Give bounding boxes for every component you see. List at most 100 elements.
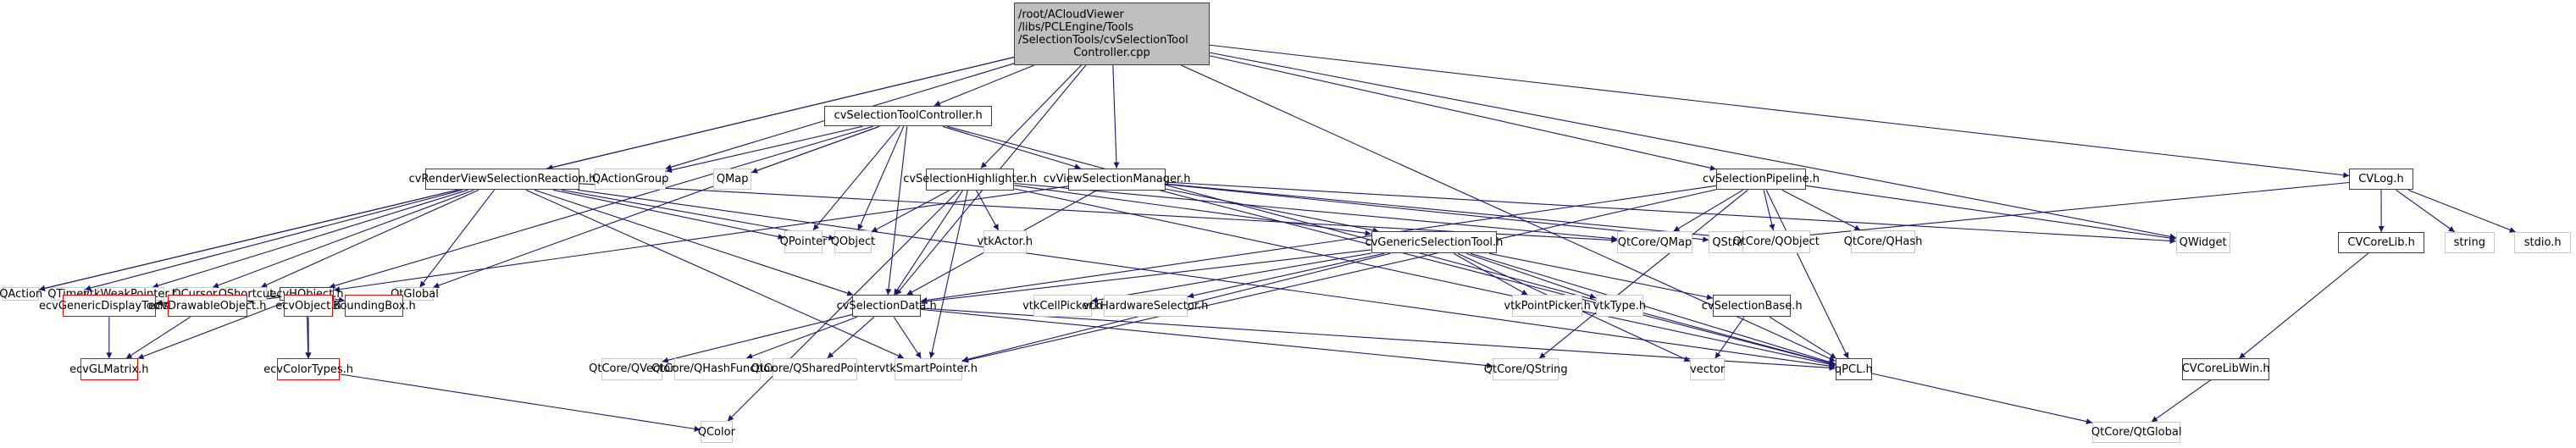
node-label: QObject	[830, 235, 876, 249]
edge-cvSelectionHighlighter-to-qPCL	[1014, 188, 1836, 368]
node-label: qPCL.h	[1834, 362, 1873, 376]
edge-cvSelectionToolController-to-QObject	[857, 126, 905, 231]
node-qt-core-qstring: QtCore/QString	[1484, 358, 1568, 380]
node-qt-core-qmap: QtCore/QMap	[1617, 231, 1692, 254]
node-label: ecvGenericDisplayTools.h	[39, 299, 180, 312]
node-label: QMap	[716, 173, 749, 186]
edge-cvSelectionPipeline-to-vtkSmartPointer	[961, 189, 1717, 363]
node-label: ecvColorTypes.h	[263, 362, 354, 376]
node-qwidget: QWidget	[2175, 232, 2230, 254]
node-cv-selection-highlighter[interactable]: cvSelectionHighlighter.h	[903, 168, 1037, 191]
edge-cvRenderViewSelectionReaction-to-QAction	[38, 189, 458, 291]
node-ecv-generic-display-tools[interactable]: ecvGenericDisplayTools.h	[39, 295, 180, 318]
node-label: CVCoreLibWin.h	[2181, 362, 2270, 376]
node-qmap: QMap	[713, 169, 751, 191]
node-label: ecvGLMatrix.h	[69, 362, 149, 376]
node-cv-selection-data[interactable]: cvSelectionData.h	[837, 295, 937, 318]
node-label: CVLog.h	[2358, 173, 2404, 186]
edge-cvRenderViewSelectionReaction-to-qPCL	[577, 189, 1836, 369]
node-label: cvSelectionToolController.h	[834, 109, 983, 123]
node-qt-core-qobject: QtCore/QObject	[1732, 230, 1820, 254]
edge-cvSelectionHighlighter-to-vtkSmartPointer	[928, 190, 968, 359]
node-label: QtCore/QString	[1483, 362, 1568, 376]
node-vtk-cell-picker: vtkCellPicker.h	[1022, 295, 1103, 318]
node-label: vtkSmartPointer.h	[878, 362, 978, 376]
edge-cvSelectionPipeline-to-QtCoreQObject	[1763, 190, 1776, 231]
node-string: string	[2444, 232, 2495, 253]
node-label: QtCore/QSharedPointer	[751, 362, 879, 376]
edge-ecvDrawableObject-to-ecvGLMatrix	[125, 316, 191, 359]
node-cv-selection-pipeline[interactable]: cvSelectionPipeline.h	[1703, 169, 1820, 191]
root-path-line-1: /root/ACloudViewer	[1018, 8, 1124, 21]
node-label: QColor	[697, 425, 735, 439]
node-label: QtCore/QObject	[1732, 235, 1820, 249]
edge-cvSelectionPipeline-to-QtCoreQHash	[1781, 189, 1861, 231]
node-label: QtCore/QtGlobal	[2091, 426, 2182, 440]
edge-cvGenericSelectionTool-to-vtkType	[1465, 252, 1597, 299]
node-label: QPointer	[779, 235, 828, 249]
edge-cvViewSelectionManager-to-qPCL	[1159, 190, 1836, 367]
node-cv-selection-base[interactable]: cvSelectionBase.h	[1702, 295, 1803, 318]
edge-root-to-qPCL	[1181, 64, 1836, 362]
edge-cvSelectionHighlighter-to-QColor	[727, 190, 960, 422]
node-stdio: stdio.h	[2514, 232, 2571, 253]
node-label: vtkType.h	[1593, 299, 1647, 312]
node-label: vtkActor.h	[977, 235, 1033, 249]
edge-cvGenericSelectionTool-to-qPCL	[1470, 252, 1836, 365]
node-label: vtkPointPicker.h	[1504, 299, 1591, 312]
edge-root-to-cvSelectionHighlighter	[980, 64, 1082, 169]
node-vtk-point-picker: vtkPointPicker.h	[1504, 295, 1591, 318]
node-vtk-smart-pointer: vtkSmartPointer.h	[879, 358, 978, 380]
node-label: QtCore/QHashFunctions	[651, 362, 784, 376]
edge-cvRenderViewSelectionReaction-to-QTimer	[84, 189, 463, 291]
node-label: vector	[1690, 362, 1726, 376]
node-qaction: QAction	[0, 287, 43, 301]
node-cvlog[interactable]: CVLog.h	[2349, 169, 2413, 191]
edge-cvSelectionPipeline-to-QtCoreQString	[1538, 189, 1748, 359]
edge-cvSelectionHighlighter-to-vtkActor	[975, 190, 1000, 231]
edge-cvSelectionToolController-to-ecvHObject	[329, 125, 873, 289]
node-label: stdio.h	[2523, 236, 2562, 249]
edge-root-to-QWidget	[1209, 52, 2176, 240]
node-label: cvGenericSelectionTool.h	[1365, 235, 1504, 249]
node-cv-selection-tool-controller[interactable]: cvSelectionToolController.h	[824, 105, 993, 127]
node-label: QAction	[0, 287, 43, 301]
node-ecv-drawable-object[interactable]: ecvDrawableObject.h	[148, 295, 267, 318]
edge-CVLog-to-stdio	[2407, 189, 2516, 233]
node-qt-core-qshared-pointer: QtCore/QSharedPointer	[751, 358, 879, 380]
node-ecv-glmatrix[interactable]: ecvGLMatrix.h	[69, 358, 149, 380]
edge-cvRenderViewSelectionReaction-to-cvSelectionData	[534, 189, 854, 296]
edge-cvGenericSelectionTool-to-vtkPointPicker	[1453, 252, 1528, 296]
edge-CVCoreLibWin-to-QtCoreQtGlobal	[2151, 379, 2212, 423]
edge-root-to-cvSelectionPipeline	[1209, 55, 1717, 171]
node-qt-core-qt-global: QtCore/QtGlobal	[2091, 422, 2182, 444]
edge-cvRenderViewSelectionReaction-to-QtGlobal	[419, 189, 495, 288]
edge-cvRenderViewSelectionReaction-to-QPointer	[553, 189, 784, 240]
edge-cvRenderViewSelectionReaction-to-vtkWeakPointer	[152, 189, 468, 289]
node-ecv-object[interactable]: ecvObject.h	[275, 295, 341, 318]
node-vtk-type: vtkType.h	[1593, 295, 1646, 318]
root-file-node[interactable]: /root/ACloudViewer /libs/PCLEngine/Tools…	[1014, 3, 1210, 65]
node-ecv-color-types[interactable]: ecvColorTypes.h	[263, 358, 353, 380]
node-cv-view-selection-manager[interactable]: cvViewSelectionManager.h	[1044, 168, 1191, 191]
node-cvcore-lib-win[interactable]: CVCoreLibWin.h	[2181, 358, 2270, 380]
node-cv-generic-selection-tool[interactable]: cvGenericSelectionTool.h	[1366, 231, 1503, 254]
node-qpointer: QPointer	[780, 230, 827, 254]
node-q-pcl[interactable]: qPCL.h	[1834, 358, 1873, 380]
node-label: QWidget	[2179, 236, 2227, 250]
node-label: cvSelectionHighlighter.h	[903, 173, 1038, 186]
node-label: cvSelectionPipeline.h	[1703, 173, 1820, 186]
node-label: QtCore/QVector	[589, 362, 675, 376]
node-label: vtkCellPicker.h	[1022, 299, 1103, 312]
node-label: QtCore/QHash	[1843, 235, 1923, 249]
edge-cvSelectionToolController-to-cvViewSelectionManager	[942, 125, 1081, 169]
node-label: cvRenderViewSelectionReaction.h	[408, 173, 596, 186]
node-bounding-box[interactable]: BoundingBox.h	[333, 295, 416, 318]
node-cvcore-lib[interactable]: CVCoreLib.h	[2338, 232, 2424, 253]
edge-cvViewSelectionManager-to-cvGenericSelectionTool	[1165, 188, 1379, 234]
edge-CVCoreLib-to-CVCoreLibWin	[2238, 252, 2369, 359]
edge-cvViewSelectionManager-to-ecvHObject	[333, 185, 1069, 293]
edge-cvRenderViewSelectionReaction-to-QShortcut	[260, 189, 479, 288]
node-cv-render-view-selection-reaction[interactable]: cvRenderViewSelectionReaction.h	[409, 169, 596, 191]
